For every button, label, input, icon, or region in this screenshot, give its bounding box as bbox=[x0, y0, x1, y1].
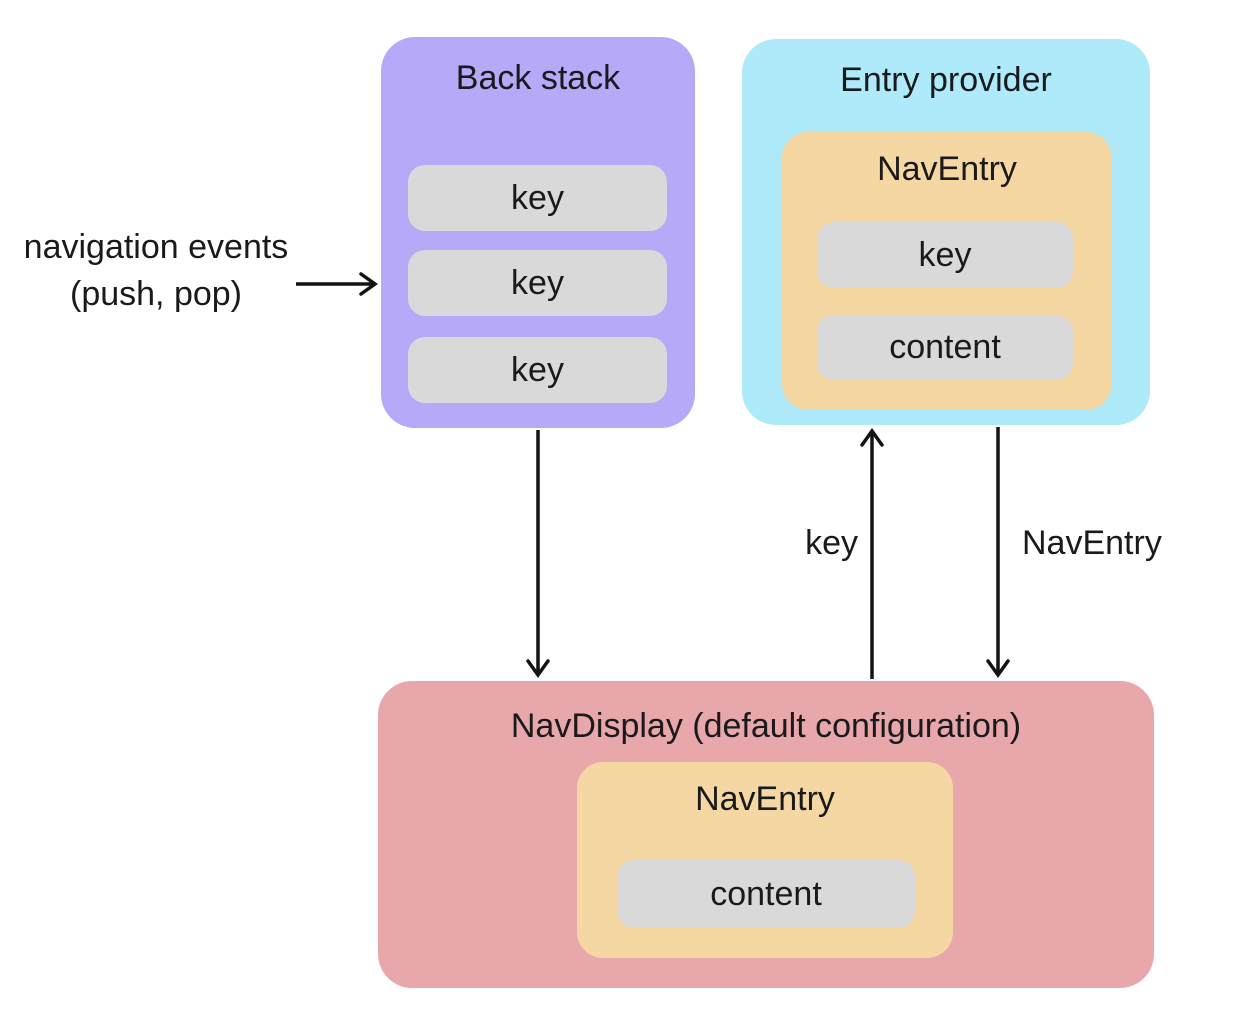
nav-display-title: NavDisplay (default configuration) bbox=[510, 707, 1022, 745]
nav-display-naventry-title: NavEntry bbox=[695, 780, 835, 818]
navigation-events-label: navigation events (push, pop) bbox=[10, 224, 302, 318]
key-label: key bbox=[511, 178, 564, 217]
content-label: content bbox=[889, 328, 1001, 366]
back-stack-title: Back stack bbox=[455, 59, 621, 97]
entry-provider-content-row: content bbox=[817, 315, 1073, 380]
key-label: key bbox=[511, 350, 564, 389]
back-stack-key-row: key bbox=[408, 165, 667, 231]
entry-provider-title: Entry provider bbox=[840, 61, 1052, 99]
naventry-arrow-label: NavEntry bbox=[1022, 524, 1162, 562]
content-label: content bbox=[710, 874, 822, 913]
back-stack-key-row: key bbox=[408, 250, 667, 316]
key-label: key bbox=[511, 263, 564, 302]
navigation-events-line1: navigation events bbox=[23, 228, 289, 266]
navigation-events-line2: (push, pop) bbox=[70, 275, 242, 313]
key-label: key bbox=[918, 235, 972, 274]
back-stack-key-row: key bbox=[408, 337, 667, 403]
entry-provider-naventry-title: NavEntry bbox=[877, 150, 1017, 188]
entry-provider-key-row: key bbox=[817, 222, 1073, 288]
nav-display-content-row: content bbox=[617, 860, 915, 928]
key-arrow-label: key bbox=[805, 524, 858, 562]
